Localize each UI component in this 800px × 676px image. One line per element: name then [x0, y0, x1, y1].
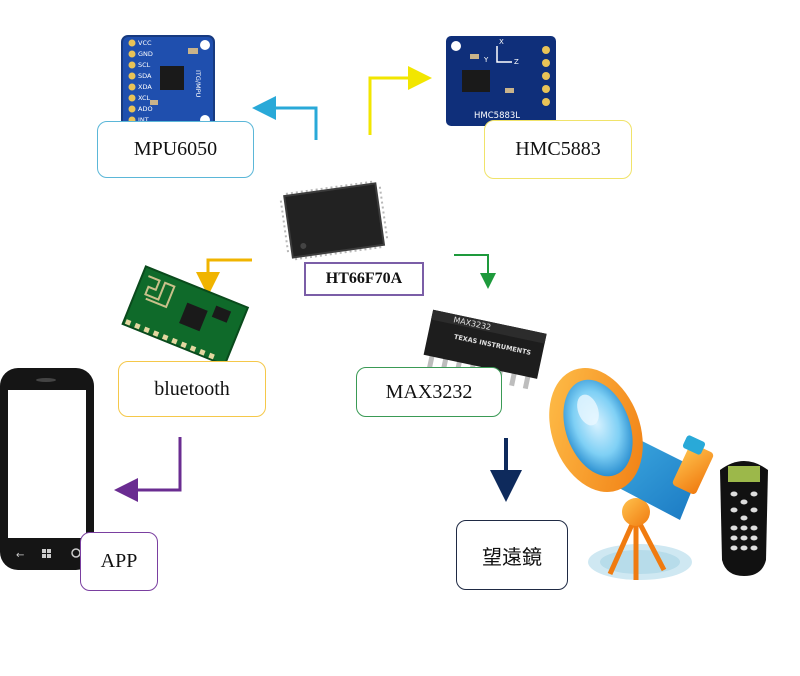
mpu-pin-label: ADO [138, 105, 153, 113]
mpu-pin-label: SDA [138, 72, 152, 80]
mpu6050-label: MPU6050 [133, 138, 218, 160]
hmc5883-label: HMC5883 [515, 138, 601, 160]
mcu-label: HT66F70A [325, 270, 403, 287]
hmc-axis-label: X [499, 38, 504, 46]
mcu-label-box: HT66F70A [304, 262, 424, 296]
mpu6050-label-box: MPU6050 [97, 121, 254, 178]
max3232-label: MAX3232 [385, 380, 473, 403]
mpu6050-board-image: VCC GND SCL SDA XDA XCL ADO INT ITG/MPU [121, 35, 215, 129]
telescope-image [549, 368, 714, 580]
smartphone-image: ← [0, 368, 94, 570]
hmc-axis-label: Y [483, 56, 489, 64]
mpu-pin-label: GND [138, 50, 153, 58]
windows-logo-icon [42, 549, 51, 558]
arrow-to-app [114, 437, 182, 502]
mpu-model-marking: ITG/MPU [194, 70, 202, 98]
max3232-label-box: MAX3232 [356, 367, 502, 417]
arrow-to-hmc [368, 66, 432, 135]
mcu-chip-image [279, 180, 389, 261]
arrow-to-mpu [252, 96, 318, 140]
mpu-pin-label: XCL [138, 94, 151, 102]
telescope-label: 望遠鏡 [482, 546, 542, 569]
mpu-pin-label: SCL [138, 61, 151, 69]
mpu-pin-label: VCC [138, 39, 152, 47]
hmc5883-label-box: HMC5883 [484, 120, 632, 179]
mpu-pin-label: INT [138, 116, 149, 124]
hmc-axis-label: Z [514, 58, 519, 66]
mpu-pin-label: XDA [138, 83, 152, 91]
hmc5883-board-image: X Y Z HMC5883L [446, 36, 556, 126]
bluetooth-label: bluetooth [154, 377, 230, 400]
back-icon: ← [16, 550, 24, 561]
bluetooth-label-box: bluetooth [118, 361, 266, 417]
telescope-label-box: 望遠鏡 [456, 520, 568, 590]
hand-controller-image [720, 461, 768, 576]
bluetooth-module-image [121, 265, 250, 367]
arrow-to-max3232 [454, 254, 496, 289]
hmc-model-marking: HMC5883L [474, 111, 520, 121]
arrow-to-bluetooth [196, 258, 252, 296]
app-label-box: APP [80, 532, 158, 591]
app-label: APP [100, 550, 138, 572]
